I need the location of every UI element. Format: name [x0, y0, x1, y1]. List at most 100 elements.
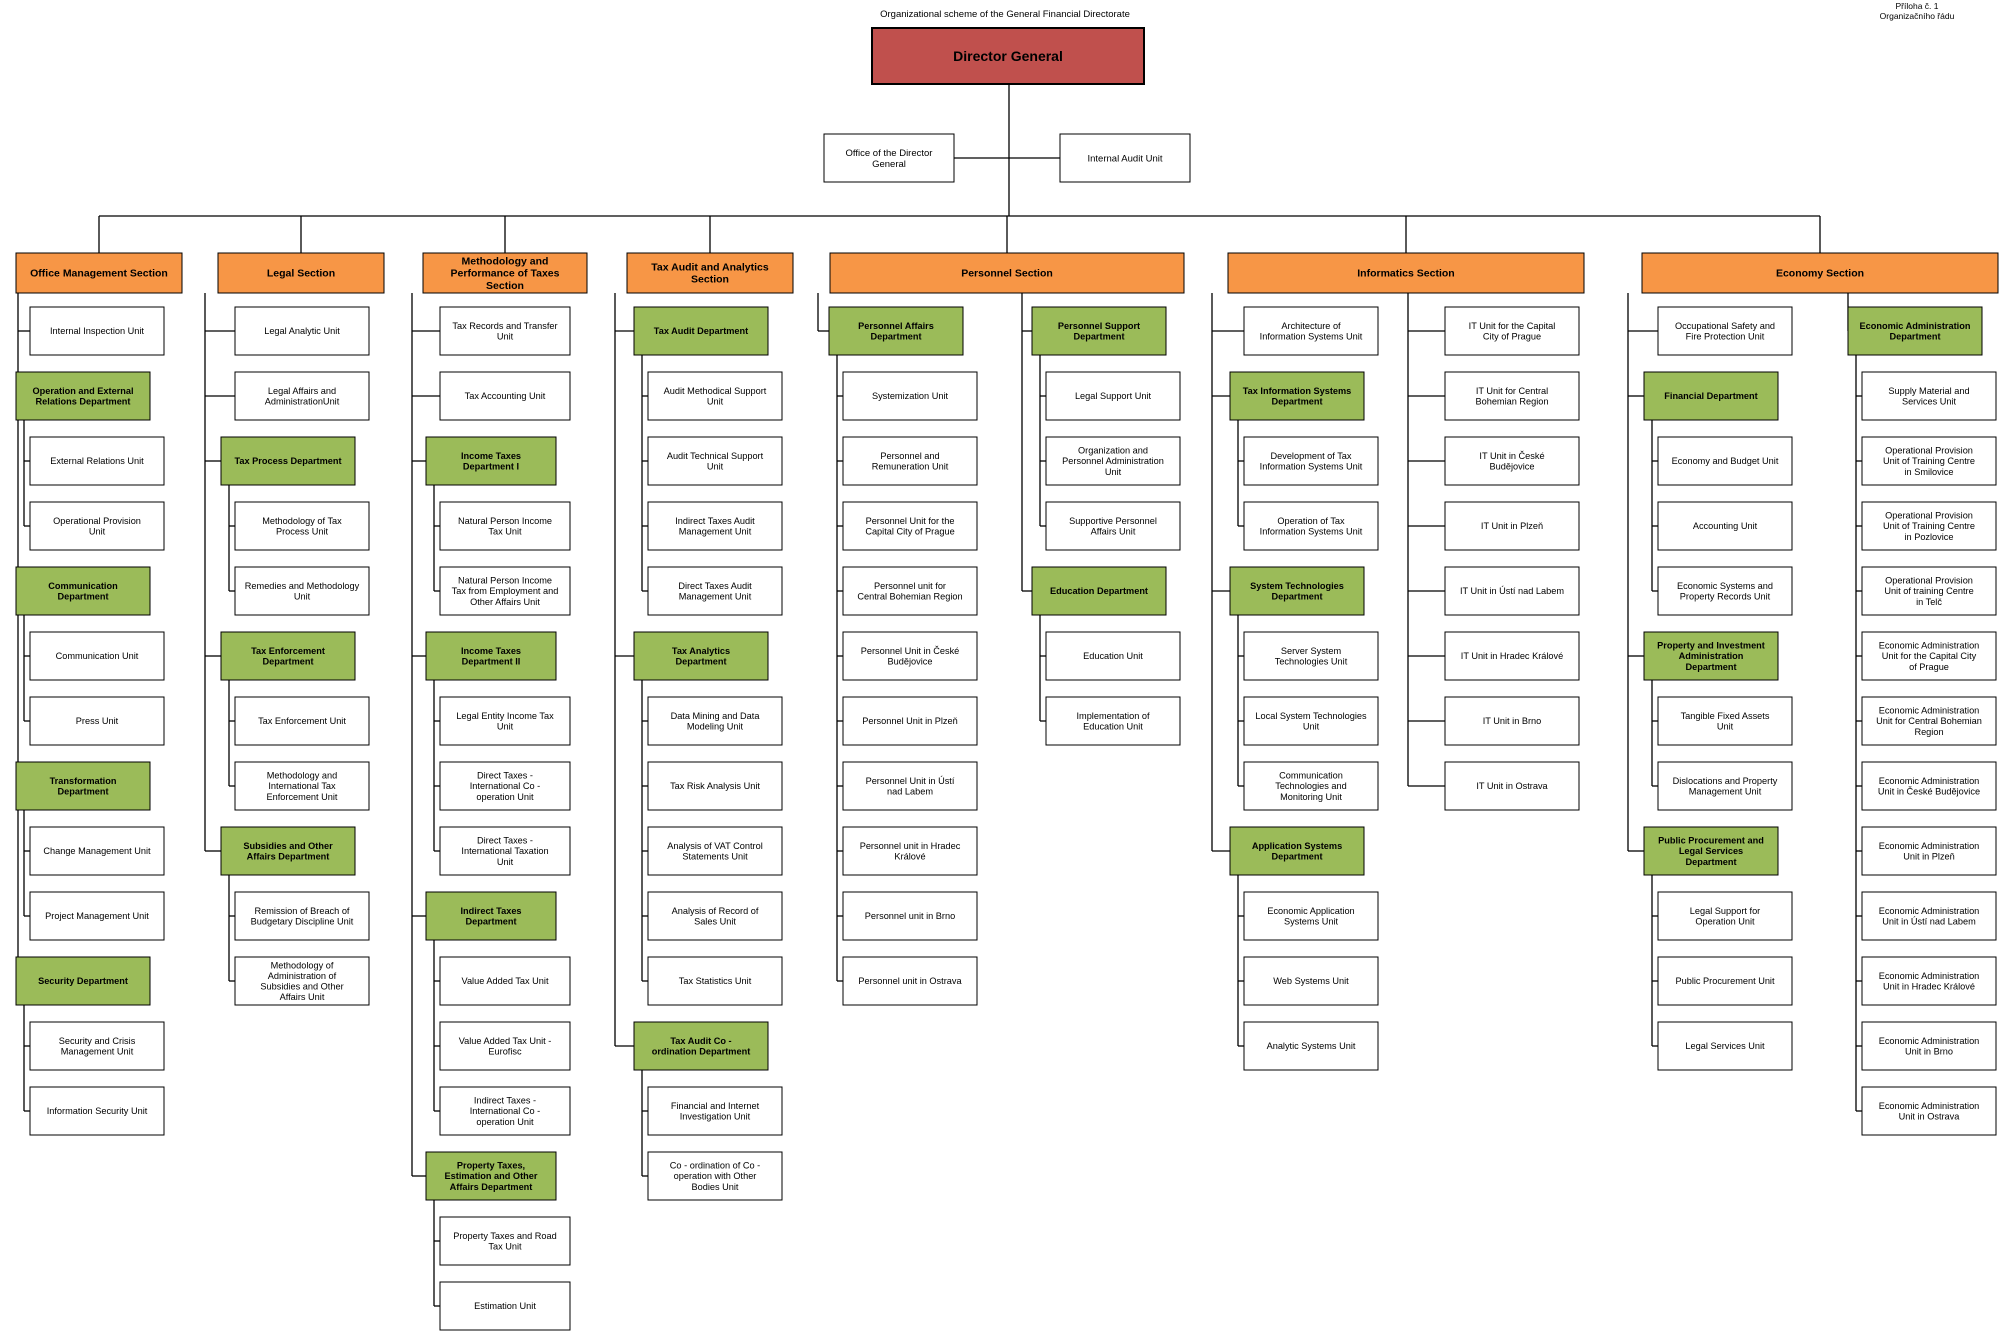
unit-dislocations-and-property-management-unit-box — [1657, 761, 1793, 811]
unit-it-unit-in-usti-nad-labem: IT Unit in Ústí nad Labem — [1444, 566, 1580, 616]
dept-security-department-label: Security Department — [38, 976, 128, 986]
dept-tax-audit-department-box — [633, 306, 769, 356]
unit-tax-statistics-unit: Tax Statistics Unit — [647, 956, 783, 1006]
unit-economic-administration-unit-for-the-capital-city-of-prague-box — [1861, 631, 1997, 681]
unit-natural-person-income-tax-unit-box — [439, 501, 571, 551]
unit-personnel-unit-in-plzen-label: Personnel Unit in Plzeň — [862, 716, 958, 726]
unit-press-unit-label: Press Unit — [76, 716, 119, 726]
unit-personnel-unit-in-ceske-budejovice-box — [842, 631, 978, 681]
unit-systemization-unit: Systemization Unit — [842, 371, 978, 421]
unit-legal-analytic-unit: Legal Analytic Unit — [234, 306, 370, 356]
unit-tax-risk-analysis-unit-label: Tax Risk Analysis Unit — [670, 781, 760, 791]
section-economy-section-box — [1641, 252, 1999, 294]
unit-it-unit-in-brno-label: IT Unit in Brno — [1483, 716, 1542, 726]
unit-direct-taxes-international-co-operation-unit: Direct Taxes -International Co -operatio… — [439, 761, 571, 811]
director-general-box: Director General — [871, 27, 1145, 85]
unit-tax-statistics-unit-box — [647, 956, 783, 1006]
unit-legal-support-unit-box — [1045, 371, 1181, 421]
unit-organization-and-personnel-administration-unit-box — [1045, 436, 1181, 486]
dept-tax-audit-co-ordination-department-box — [633, 1021, 769, 1071]
unit-architecture-of-information-systems-unit-box — [1243, 306, 1379, 356]
unit-it-unit-in-brno-box — [1444, 696, 1580, 746]
unit-financial-and-internet-investigation-unit-box — [647, 1086, 783, 1136]
section-legal-section-box — [217, 252, 385, 294]
internal-audit-unit-box-label: Internal Audit Unit — [1088, 153, 1163, 164]
dept-tax-process-department-label: Tax Process Department — [234, 456, 341, 466]
unit-property-taxes-and-road-tax-unit-box — [439, 1216, 571, 1266]
unit-personnel-unit-in-brno: Personnel unit in Brno — [842, 891, 978, 941]
unit-operational-provision-unit-of-training-centre-in-telc-box — [1861, 566, 1997, 616]
dept-security-department-box — [15, 956, 151, 1006]
section-economy-section: Economy Section — [1641, 252, 1999, 294]
unit-tax-enforcement-unit: Tax Enforcement Unit — [234, 696, 370, 746]
section-methodology-and-performance-of-taxes-section-box — [422, 252, 588, 294]
unit-economy-and-budget-unit: Economy and Budget Unit — [1657, 436, 1793, 486]
unit-economic-administration-unit-in-brno-box — [1861, 1021, 1997, 1071]
unit-personnel-unit-for-the-capital-city-of-prague-box — [842, 501, 978, 551]
unit-tax-statistics-unit-label: Tax Statistics Unit — [679, 976, 752, 986]
dept-property-taxes-estimation-and-other-affairs-department-box — [425, 1151, 557, 1201]
unit-analysis-of-record-of-sales-unit-box — [647, 891, 783, 941]
dept-public-procurement-and-legal-services-department-box — [1643, 826, 1779, 876]
unit-it-unit-in-ostrava-box — [1444, 761, 1580, 811]
unit-public-procurement-unit-label: Public Procurement Unit — [1675, 976, 1775, 986]
unit-tax-risk-analysis-unit-box — [647, 761, 783, 811]
unit-it-unit-in-plzen-label: IT Unit in Plzeň — [1481, 521, 1543, 531]
unit-legal-services-unit-box — [1657, 1021, 1793, 1071]
unit-personnel-unit-in-ostrava-label: Personnel unit in Ostrava — [858, 976, 962, 986]
unit-economic-administration-unit-in-hradec-kralove-box — [1861, 956, 1997, 1006]
unit-personnel-unit-in-plzen-box — [842, 696, 978, 746]
unit-tax-enforcement-unit-label: Tax Enforcement Unit — [258, 716, 346, 726]
dept-financial-department-label: Financial Department — [1664, 391, 1757, 401]
unit-direct-taxes-audit-management-unit-box — [647, 566, 783, 616]
unit-development-of-tax-information-systems-unit-box — [1243, 436, 1379, 486]
annex-sublabel: Organizačního řádu — [1880, 11, 1955, 21]
unit-information-security-unit-label: Information Security Unit — [47, 1106, 148, 1116]
section-office-management-section-label: Office Management Section — [30, 268, 168, 280]
unit-co-ordination-of-co-operation-with-other-bodies-unit-label: Co - ordination of Co -operation with Ot… — [670, 1161, 760, 1192]
unit-economic-administration-unit-in-ceske-budejovice-box — [1861, 761, 1997, 811]
unit-it-unit-in-plzen-box — [1444, 501, 1580, 551]
dept-economic-administration-department-box — [1847, 306, 1983, 356]
